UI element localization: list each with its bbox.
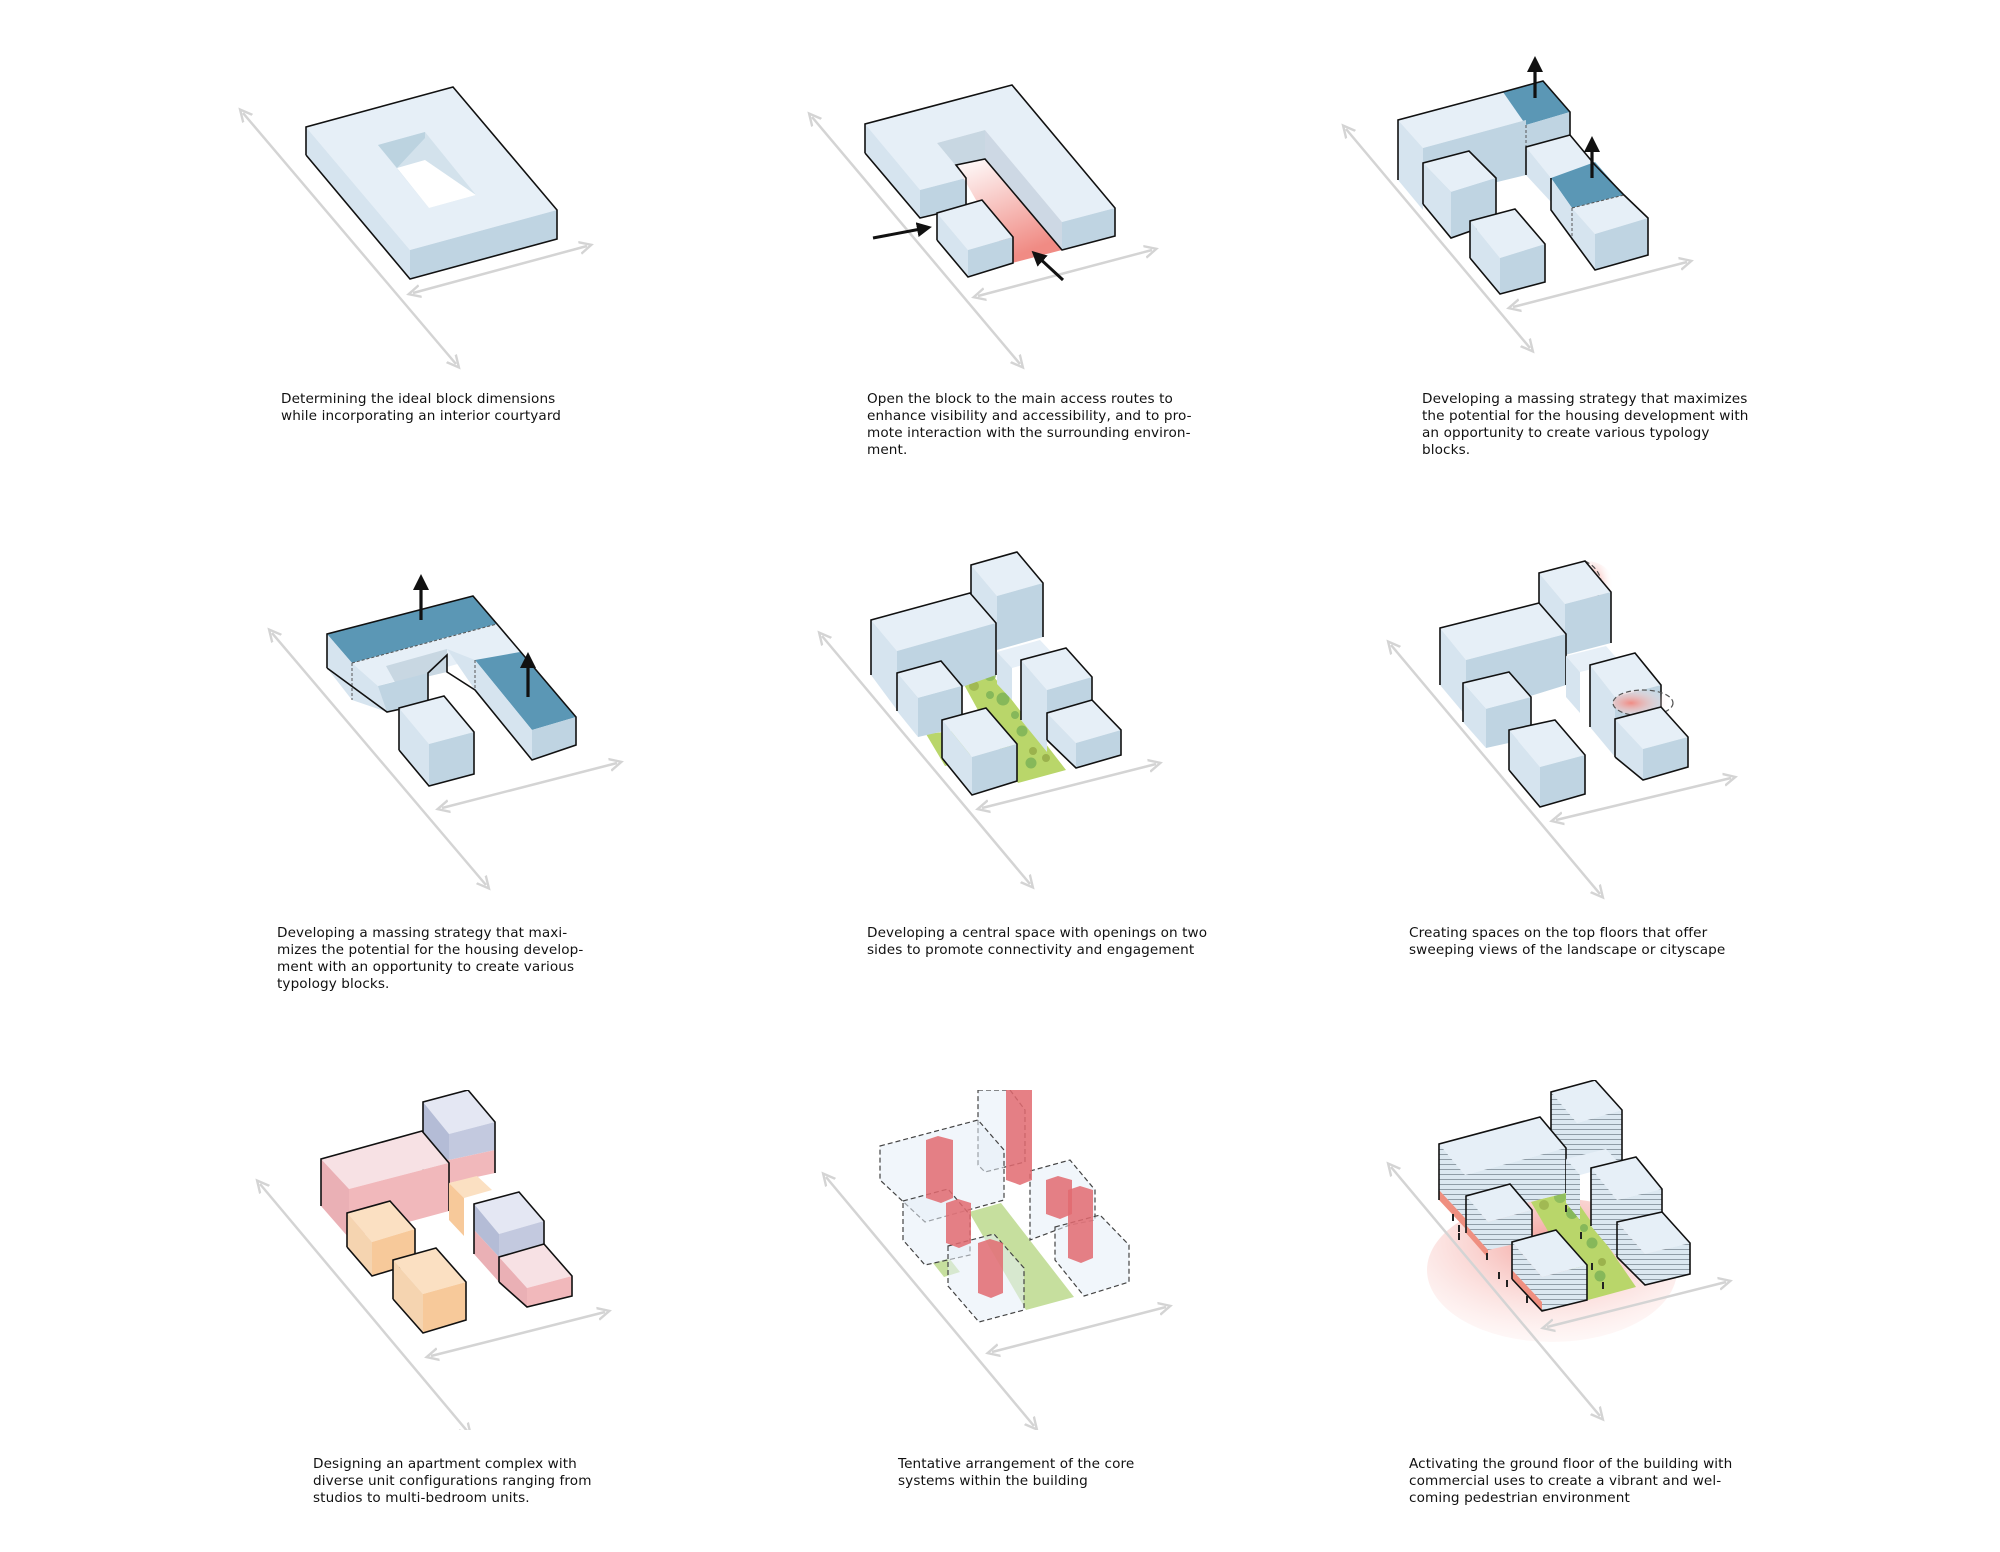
caption-diagram-3: Developing a massing strategy that maxim… bbox=[1422, 391, 1749, 458]
raised-top-blue bbox=[327, 596, 497, 663]
raised-top-blue bbox=[475, 652, 576, 730]
front-left-blocks bbox=[896, 660, 1018, 796]
diagram-3-massing-strategy bbox=[1340, 56, 1760, 380]
mid-right-blocks bbox=[997, 640, 1122, 769]
right-blocks bbox=[1566, 646, 1689, 781]
commercial-ground-floor bbox=[1512, 1270, 1542, 1311]
raised-top-blue bbox=[1551, 162, 1624, 208]
small-block bbox=[936, 199, 1014, 278]
caption-diagram-9: Activating the ground floor of the build… bbox=[1409, 1456, 1733, 1506]
dimension-arrow-depth bbox=[243, 113, 456, 364]
dimension-arrow-width bbox=[442, 763, 617, 808]
caption-diagram-8: Tentative arrangement of the core system… bbox=[898, 1456, 1135, 1489]
peach-blocks bbox=[346, 1176, 492, 1334]
dimension-arrow-width bbox=[978, 250, 1152, 296]
dimension-arrow-depth bbox=[260, 1184, 468, 1430]
dimension-arrow-width bbox=[1547, 1282, 1726, 1327]
caption-diagram-6: Creating spaces on the top floors that o… bbox=[1409, 925, 1726, 958]
dimension-arrow-width bbox=[1556, 778, 1731, 820]
trees bbox=[1539, 1191, 1606, 1282]
dimension-arrow-width bbox=[992, 1307, 1166, 1352]
right-mixed-blocks bbox=[473, 1191, 573, 1308]
core-shafts bbox=[926, 1090, 1093, 1298]
diagram-4-massing-strategy bbox=[260, 574, 640, 900]
access-route-path bbox=[956, 159, 1062, 263]
caption-diagram-5: Developing a central space with openings… bbox=[867, 925, 1208, 958]
diagram-8-core-systems bbox=[815, 1090, 1195, 1430]
diagram-2-open-block-access bbox=[800, 84, 1220, 380]
diagram-9-active-ground-floor bbox=[1380, 1080, 1760, 1430]
commercial-ground-floor bbox=[1439, 1190, 1465, 1228]
caption-diagram-1: Determining the ideal block dimensions w… bbox=[281, 391, 562, 424]
dimension-arrow-depth bbox=[822, 636, 1030, 884]
commercial-ground-floor bbox=[1466, 1225, 1488, 1258]
front-left-blocks bbox=[1422, 150, 1546, 295]
access-arrow-bottom bbox=[1031, 250, 1065, 282]
u-block-raised bbox=[326, 595, 577, 761]
dimension-arrow-width bbox=[1513, 262, 1687, 307]
dimension-arrow-depth bbox=[826, 1177, 1034, 1426]
dimension-arrow-depth bbox=[1391, 645, 1600, 894]
dimension-arrow-depth bbox=[272, 633, 486, 885]
dimension-arrow-width bbox=[431, 1312, 605, 1356]
green-space bbox=[962, 673, 1066, 783]
diagram-7-unit-mix bbox=[250, 1090, 630, 1430]
diagram-6-top-floor-views bbox=[1380, 560, 1760, 900]
dimension-arrow-depth bbox=[1346, 129, 1530, 348]
small-block bbox=[398, 695, 475, 787]
dimension-arrow-depth bbox=[1391, 1167, 1600, 1416]
u-shaped-block bbox=[864, 84, 1116, 263]
diagram-5-central-green-space bbox=[810, 551, 1190, 900]
raised-top-blue bbox=[1503, 81, 1570, 125]
pedestrian-figures bbox=[1452, 1205, 1604, 1303]
caption-diagram-7: Designing an apartment complex with dive… bbox=[313, 1456, 592, 1506]
caption-diagram-2: Open the block to the main access routes… bbox=[867, 391, 1192, 458]
front-left-blocks bbox=[1465, 1183, 1588, 1312]
dimension-arrow-width bbox=[982, 764, 1156, 808]
dimension-arrow-depth bbox=[812, 117, 1020, 364]
dimension-arrow-width bbox=[413, 246, 587, 293]
diagram-1-courtyard-block bbox=[230, 86, 630, 380]
right-row-blocks bbox=[1525, 134, 1649, 271]
right-blocks bbox=[1566, 1149, 1691, 1286]
courtyard-block bbox=[305, 86, 558, 280]
green-space bbox=[969, 1203, 1074, 1310]
caption-diagram-4: Developing a massing strategy that maxi-… bbox=[277, 925, 584, 992]
green-space bbox=[1531, 1191, 1636, 1300]
tall-tower bbox=[1538, 560, 1612, 655]
front-left-blocks bbox=[1462, 671, 1586, 808]
access-arrow-left bbox=[872, 222, 932, 240]
